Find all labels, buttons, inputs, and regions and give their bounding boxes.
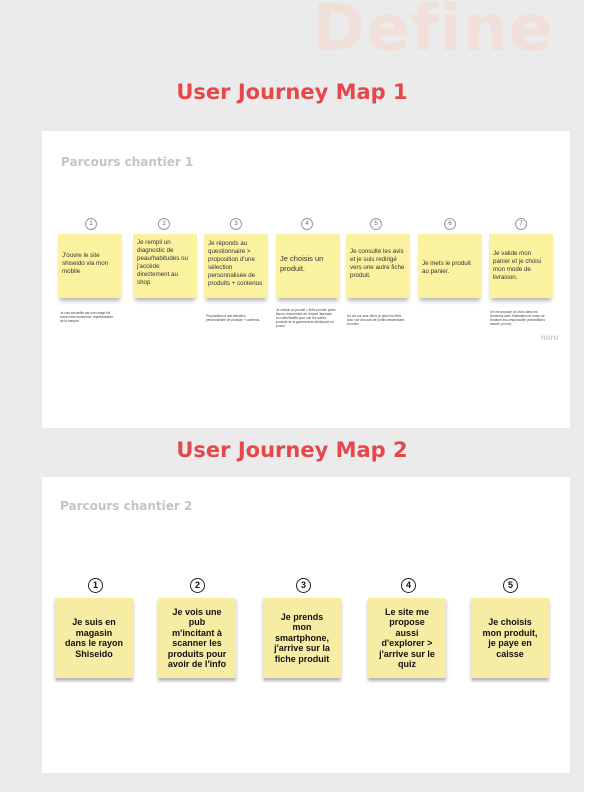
step-5-note: Au clic sur avis client, je peux les fil… [347, 314, 405, 326]
step-4-note: Je choisis un produit > fiche produit: p… [276, 308, 336, 328]
sticky-note-text: J'ouvre le site shiseido via mon mobile [62, 252, 109, 275]
journey-map-1-heading: User Journey Map 1 [176, 80, 408, 104]
step-7-note: On me propose un choix dans les livraiso… [490, 310, 545, 326]
step-number-2: 2 [190, 578, 205, 593]
sticky-note-step-2[interactable]: Je vois une pub m'incitant à scanner les… [158, 598, 236, 678]
step-3-note: Propositions d'une sélection personnalis… [206, 314, 260, 322]
sticky-note-text: Je suis en magasin dans le rayon Shiseid… [64, 617, 124, 659]
step-number-1: 1 [85, 218, 97, 230]
sticky-note-text: Je rempli un diagnostic de peau/habitude… [137, 239, 188, 286]
sticky-note-text: Le site me propose aussi d'explorer > j'… [379, 606, 435, 670]
sticky-note-step-2[interactable]: Je rempli un diagnostic de peau/habitude… [133, 234, 197, 298]
sticky-note-step-4[interactable]: Le site me propose aussi d'explorer > j'… [368, 598, 446, 678]
step-number-6: 6 [444, 218, 456, 230]
step-number-4: 4 [401, 578, 416, 593]
sticky-note-text: Je consulte les avis et je suis redirigé… [350, 248, 405, 279]
sticky-note-step-6[interactable]: Je mets le produit au panier. [418, 234, 482, 298]
board-1-title: Parcours chantier 1 [61, 155, 194, 169]
step-number-3: 3 [296, 578, 311, 593]
sticky-note-text: Je réponds au questionnaire > propositio… [208, 240, 263, 287]
board-2-title: Parcours chantier 2 [60, 499, 193, 513]
sticky-note-text: Je choisis un produit. [280, 254, 324, 273]
sticky-note-step-3[interactable]: Je réponds au questionnaire > propositio… [204, 234, 268, 298]
step-number-7: 7 [515, 218, 527, 230]
sticky-note-step-3[interactable]: Je prends mon smartphone, j'arrive sur l… [263, 598, 341, 678]
step-number-2: 2 [158, 218, 170, 230]
sticky-note-step-1[interactable]: Je suis en magasin dans le rayon Shiseid… [55, 598, 133, 678]
sticky-note-step-7[interactable]: Je valide mon panier et je choisi mon mo… [489, 234, 553, 298]
step-number-5: 5 [370, 218, 382, 230]
sticky-note-text: Je valide mon panier et je choisi mon mo… [493, 250, 542, 281]
sticky-note-step-5[interactable]: Je consulte les avis et je suis redirigé… [346, 234, 410, 298]
step-1-note: Je suis accueillie par une image full sc… [60, 311, 114, 323]
sticky-note-text: Je choisis mon produit, je paye en caiss… [482, 617, 538, 659]
step-number-4: 4 [301, 218, 313, 230]
sticky-note-step-5[interactable]: Je choisis mon produit, je paye en caiss… [471, 598, 549, 678]
miro-logo: miro [541, 333, 559, 342]
sticky-note-text: Je prends mon smartphone, j'arrive sur l… [274, 611, 330, 664]
sticky-note-text: Je vois une pub m'incitant à scanner les… [167, 606, 227, 670]
journey-map-2-heading: User Journey Map 2 [176, 438, 408, 462]
sticky-note-step-1[interactable]: J'ouvre le site shiseido via mon mobile [58, 234, 122, 298]
define-watermark-title: Define [312, 0, 554, 66]
step-number-5: 5 [503, 578, 518, 593]
sticky-note-text: Je mets le produit au panier. [422, 260, 471, 275]
sticky-note-step-4[interactable]: Je choisis un produit. [276, 234, 340, 298]
step-number-1: 1 [88, 578, 103, 593]
step-number-3: 3 [230, 218, 242, 230]
